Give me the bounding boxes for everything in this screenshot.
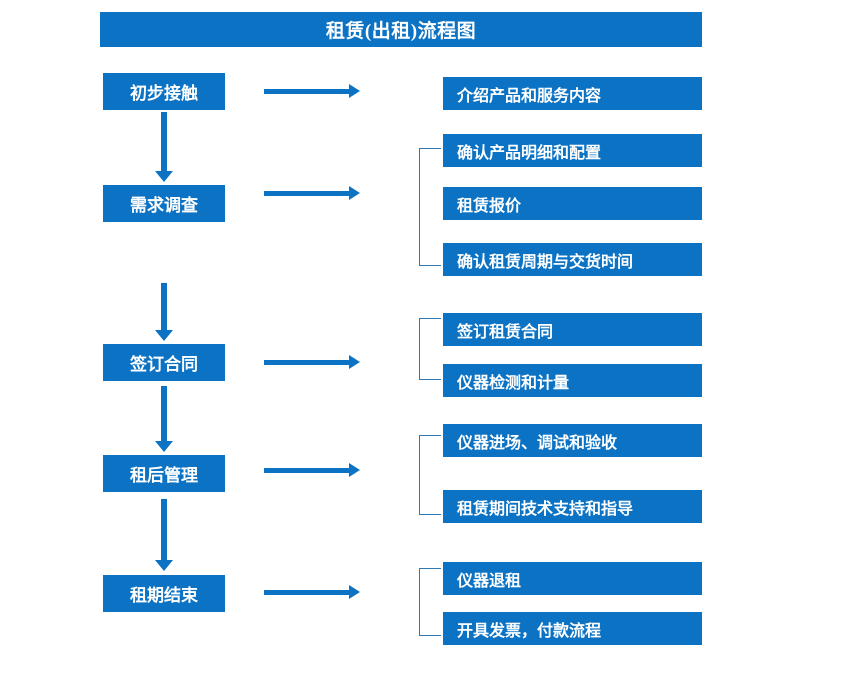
arrow-head-right-icon: [349, 585, 360, 599]
arrow-shaft: [264, 191, 352, 196]
arrow-head-right-icon: [349, 463, 360, 477]
stage-node-4[interactable]: 租后管理: [103, 455, 225, 492]
detail-node-7-label: 仪器进场、调试和验收: [457, 434, 618, 452]
detail-node-4-label: 确认租赁周期与交货时间: [457, 253, 634, 271]
detail-node-1[interactable]: 介绍产品和服务内容: [443, 77, 702, 110]
arrow-shaft: [161, 283, 167, 330]
stage-node-5-label: 租期结束: [130, 586, 198, 605]
arrow-shaft: [161, 386, 167, 441]
detail-node-7[interactable]: 仪器进场、调试和验收: [443, 424, 702, 457]
stage-to-detail-arrow-1: [264, 84, 360, 98]
stage-to-detail-arrow-5: [264, 585, 360, 599]
detail-node-10-label: 开具发票，付款流程: [457, 622, 602, 640]
detail-node-6[interactable]: 仪器检测和计量: [443, 364, 702, 397]
page-title: 租赁(出租)流程图: [325, 21, 477, 42]
detail-node-5-label: 签订租赁合同: [457, 323, 554, 341]
arrow-shaft: [264, 360, 352, 365]
detail-node-3[interactable]: 租赁报价: [443, 187, 702, 220]
stage-to-detail-arrow-3: [264, 355, 360, 369]
stage-node-3-label: 签订合同: [130, 355, 198, 374]
arrow-shaft: [161, 112, 167, 171]
diagram-title-bar: 租赁(出租)流程图: [100, 12, 702, 47]
stage-node-1-label: 初步接触: [130, 84, 198, 103]
stage-node-5[interactable]: 租期结束: [103, 575, 225, 612]
detail-node-9[interactable]: 仪器退租: [443, 562, 702, 595]
arrow-head-down-icon: [155, 441, 173, 452]
arrow-shaft: [264, 468, 352, 473]
stage-node-2-label: 需求调查: [130, 196, 198, 215]
stage-node-2[interactable]: 需求调查: [103, 185, 225, 222]
arrow-shaft: [264, 590, 352, 595]
arrow-head-down-icon: [155, 330, 173, 341]
detail-node-8-label: 租赁期间技术支持和指导: [457, 500, 634, 518]
group-bracket-1: [419, 148, 441, 266]
detail-node-4[interactable]: 确认租赁周期与交货时间: [443, 243, 702, 276]
arrow-shaft: [161, 499, 167, 560]
flow-arrow-down-2: [155, 283, 173, 341]
detail-node-2-label: 确认产品明细和配置: [457, 144, 602, 162]
detail-node-6-label: 仪器检测和计量: [457, 374, 570, 392]
stage-to-detail-arrow-2: [264, 186, 360, 200]
detail-node-5[interactable]: 签订租赁合同: [443, 313, 702, 346]
detail-node-9-label: 仪器退租: [457, 572, 522, 590]
stage-node-1[interactable]: 初步接触: [103, 73, 225, 110]
flow-arrow-down-1: [155, 112, 173, 182]
detail-node-8[interactable]: 租赁期间技术支持和指导: [443, 490, 702, 523]
group-bracket-4: [419, 568, 441, 636]
detail-node-1-label: 介绍产品和服务内容: [457, 87, 602, 105]
arrow-head-down-icon: [155, 171, 173, 182]
arrow-head-down-icon: [155, 560, 173, 571]
arrow-head-right-icon: [349, 186, 360, 200]
arrow-head-right-icon: [349, 84, 360, 98]
stage-to-detail-arrow-4: [264, 463, 360, 477]
detail-node-10[interactable]: 开具发票，付款流程: [443, 612, 702, 645]
flow-arrow-down-4: [155, 499, 173, 571]
group-bracket-3: [419, 435, 441, 515]
detail-node-2[interactable]: 确认产品明细和配置: [443, 134, 702, 167]
arrow-shaft: [264, 89, 352, 94]
stage-node-3[interactable]: 签订合同: [103, 344, 225, 381]
detail-node-3-label: 租赁报价: [457, 197, 522, 215]
group-bracket-2: [419, 318, 441, 380]
flow-arrow-down-3: [155, 386, 173, 452]
arrow-head-right-icon: [349, 355, 360, 369]
stage-node-4-label: 租后管理: [130, 466, 198, 485]
